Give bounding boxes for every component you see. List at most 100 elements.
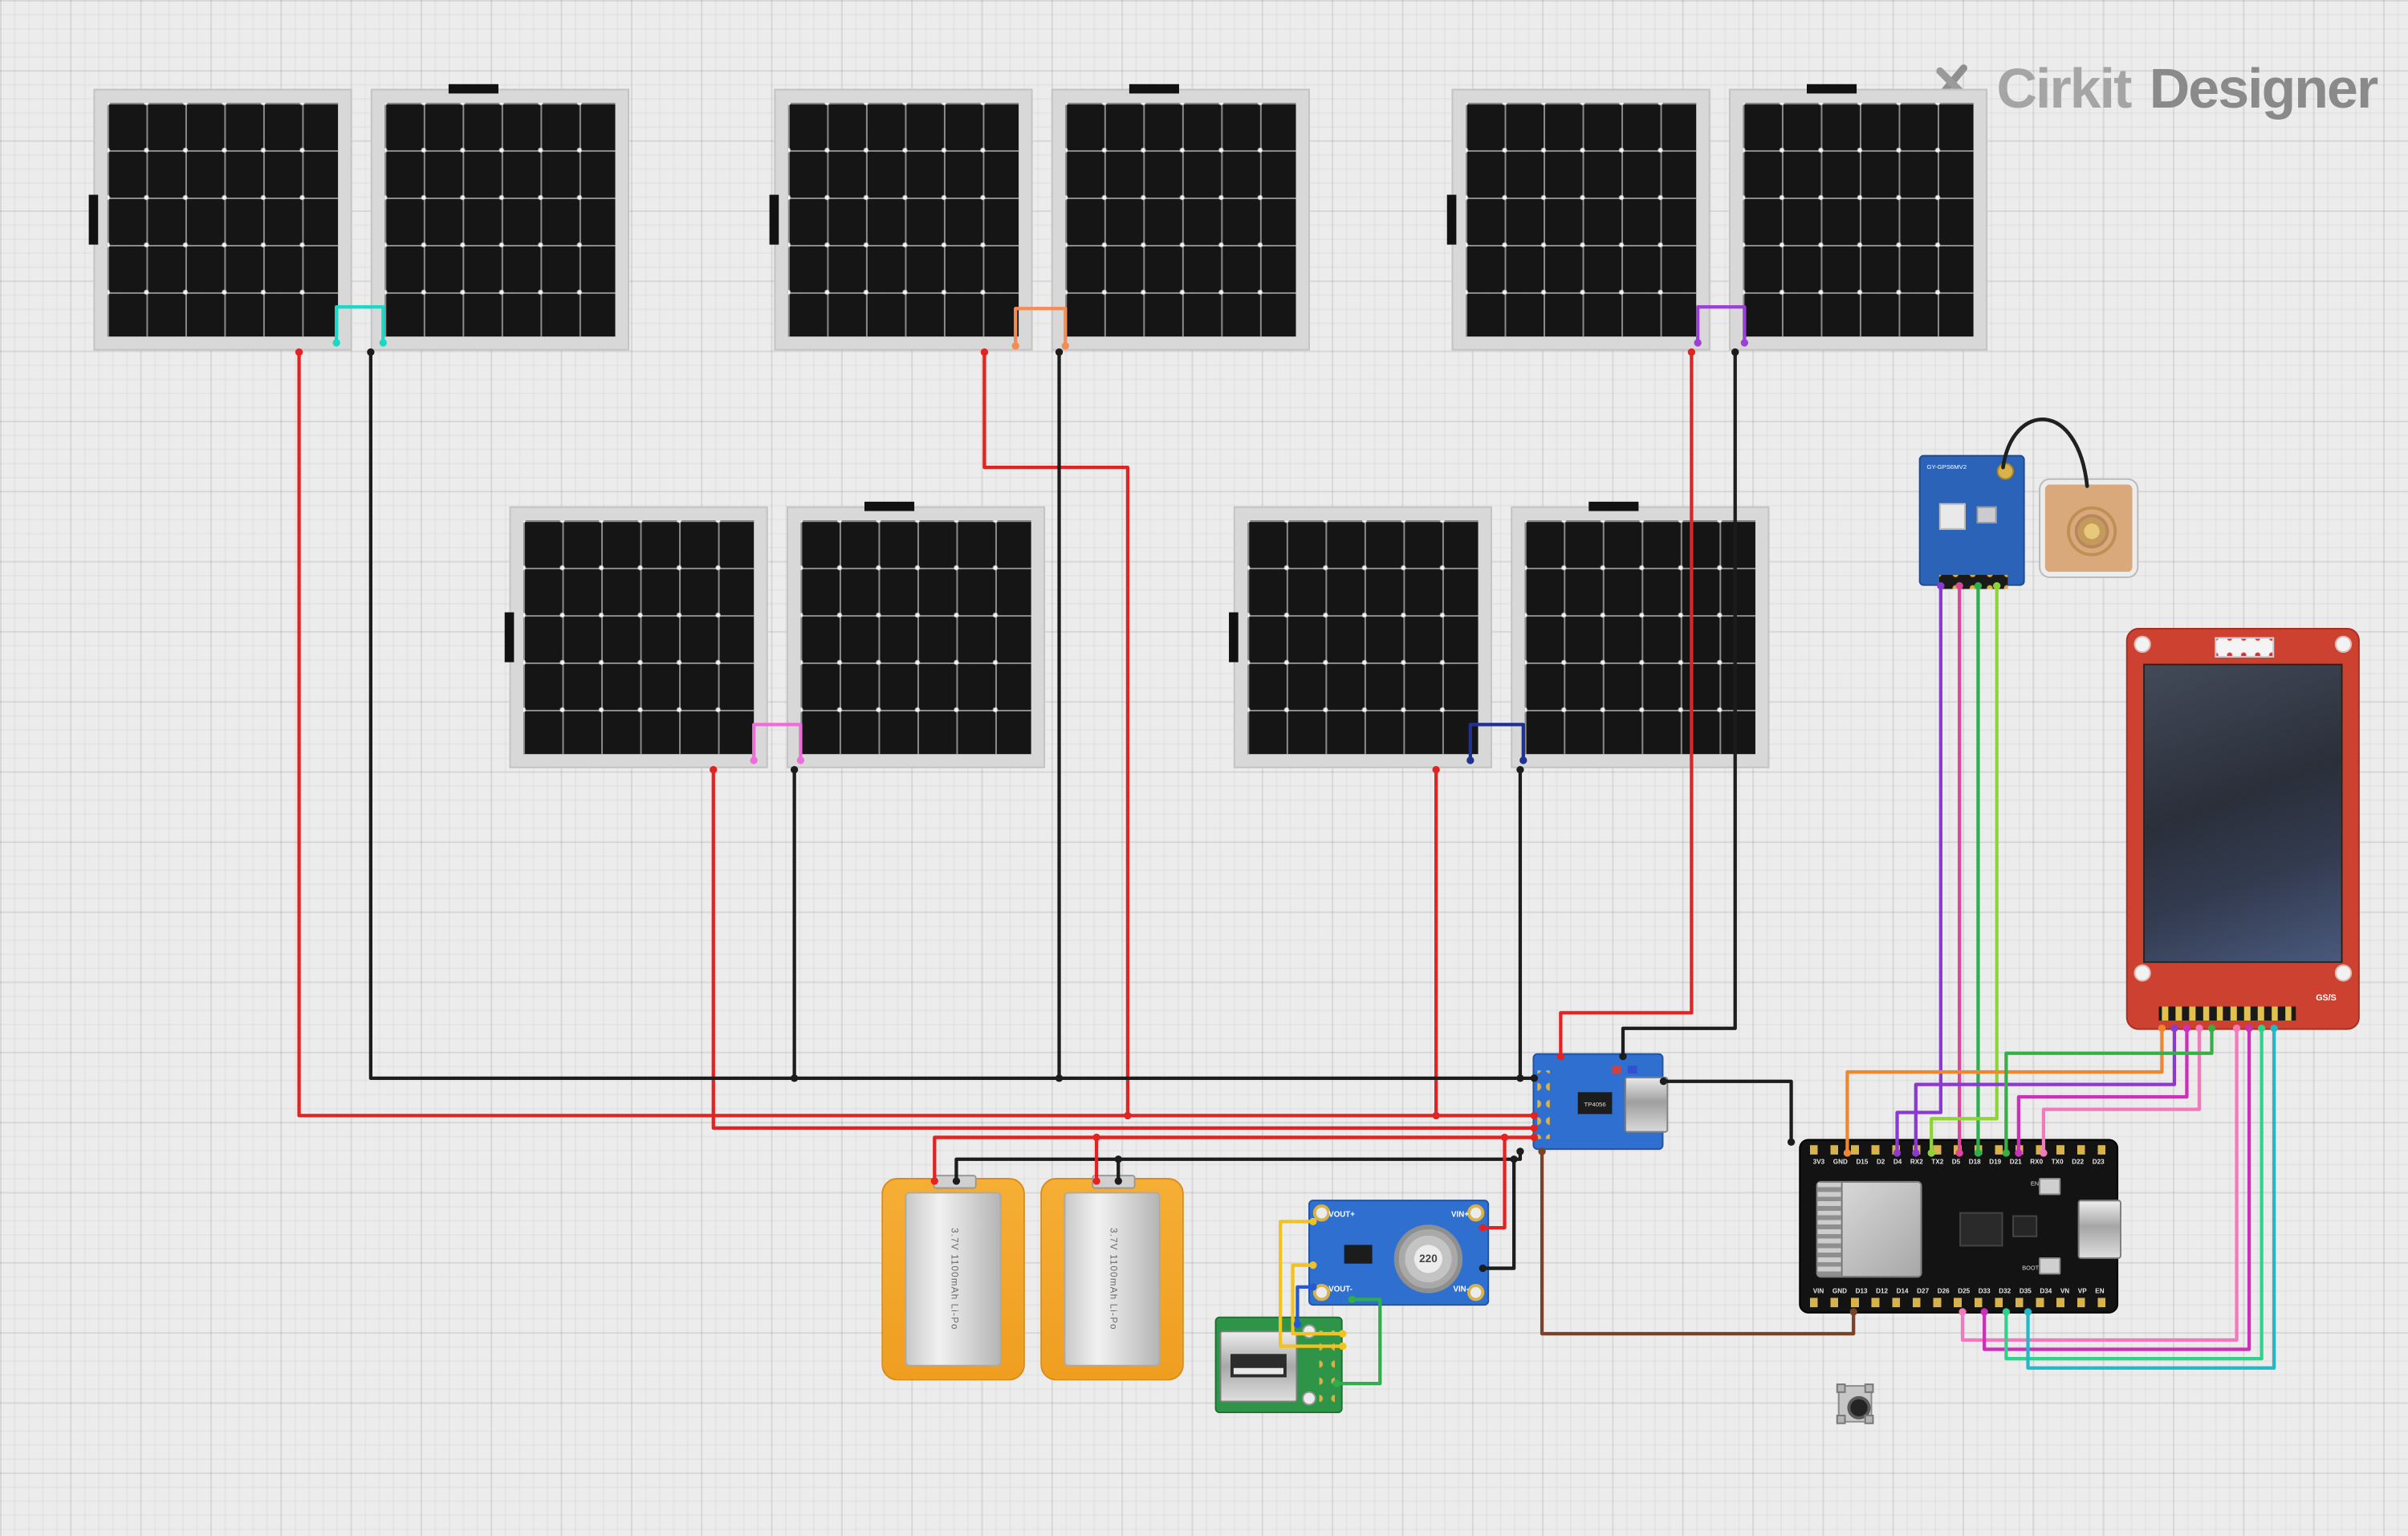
solar-panel-4a[interactable] <box>504 506 768 768</box>
pin-label: GND <box>1832 1286 1847 1295</box>
boot-button[interactable] <box>2039 1257 2061 1275</box>
solar-panel-3b[interactable] <box>1728 84 1988 351</box>
tft-display[interactable]: GS/S <box>2125 628 2360 1030</box>
gps-ceramic-antenna[interactable] <box>2040 479 2138 577</box>
junction-box <box>504 612 515 662</box>
mounting-hole <box>1312 1283 1331 1302</box>
pin-label: D13 <box>1855 1286 1868 1295</box>
pin-label: D27 <box>1917 1286 1930 1295</box>
junction-box <box>1446 194 1457 245</box>
usb-a-port[interactable] <box>1219 1330 1298 1403</box>
solar-panel-4b[interactable] <box>786 501 1046 768</box>
brand-logo: Cirkit Designer <box>1925 55 2378 122</box>
boost-chip <box>1344 1245 1373 1264</box>
pcb-antenna <box>1817 1182 1843 1277</box>
micro-usb-port[interactable] <box>1624 1076 1669 1133</box>
mounting-hole <box>1466 1204 1485 1222</box>
mounting-hole <box>2334 964 2353 982</box>
en-button[interactable] <box>2039 1178 2061 1196</box>
status-led-blue <box>1627 1065 1637 1074</box>
tft-silkscreen-label: GS/S <box>2316 994 2337 1004</box>
solar-cells <box>384 103 616 337</box>
solar-panel-5a[interactable] <box>1229 506 1492 768</box>
tft-pin-header <box>2158 1006 2296 1021</box>
lipo-battery-1[interactable]: 3.7V 1100mAh Li-Po <box>881 1175 1025 1381</box>
pin-label: TX0 <box>2051 1157 2064 1166</box>
button-pin <box>1836 1414 1846 1424</box>
gps-silkscreen-label: GY-GPS6MV2 <box>1926 462 1967 471</box>
solar-cells <box>1743 103 1974 337</box>
pin-label: D18 <box>1968 1157 1981 1166</box>
button-pin <box>1836 1383 1846 1393</box>
battery-terminal-tab <box>1092 1175 1136 1189</box>
antenna-connector <box>1996 462 2015 480</box>
solder-pads <box>1537 1070 1550 1139</box>
pin-label: D32 <box>1999 1286 2011 1295</box>
solar-panel-3a[interactable] <box>1446 88 1710 351</box>
pin-label: D21 <box>2009 1157 2022 1166</box>
pin-label: EN <box>2095 1286 2105 1295</box>
junction-box <box>1588 501 1639 511</box>
usb-uart-chip <box>1959 1212 2003 1247</box>
button-pin <box>1864 1383 1874 1393</box>
solar-panel-2a[interactable] <box>769 88 1033 351</box>
micro-usb-port[interactable] <box>2077 1200 2121 1259</box>
pin-row-top <box>1809 1145 2108 1155</box>
pin-label: RX0 <box>2030 1157 2044 1166</box>
gps-chip <box>1938 503 1966 530</box>
battery-terminal-tab <box>933 1175 977 1189</box>
pin-label: D2 <box>1876 1157 1885 1166</box>
vout-minus-label: VOUT- <box>1328 1285 1352 1295</box>
vin-plus-label: VIN+ <box>1451 1210 1469 1220</box>
junction-box <box>769 194 779 245</box>
solar-cells <box>787 103 1019 337</box>
pin-label: D12 <box>1876 1286 1889 1295</box>
brand-name-bold: Designer <box>2149 55 2378 120</box>
pin-label: D25 <box>1958 1286 1971 1295</box>
solar-cells <box>800 520 1031 755</box>
vout-plus-label: VOUT+ <box>1328 1210 1355 1220</box>
battery-body: 3.7V 1100mAh Li-Po <box>905 1192 1002 1367</box>
push-button[interactable] <box>1836 1383 1874 1424</box>
pin-label: GND <box>1832 1157 1848 1166</box>
usb-a-tongue <box>1233 1367 1283 1375</box>
pin-label: D5 <box>1951 1157 1961 1166</box>
gps-eeprom-chip <box>1976 506 1997 524</box>
mounting-hole <box>2334 635 2353 654</box>
regulator-chip <box>2012 1215 2038 1237</box>
solder-pads <box>1319 1330 1336 1403</box>
pin-label: D35 <box>2019 1286 2032 1295</box>
status-led-red <box>1612 1065 1622 1074</box>
solar-cells <box>1466 103 1697 337</box>
mounting-hole <box>2133 635 2151 654</box>
pin-label: D34 <box>2040 1286 2052 1295</box>
boot-button-label: BOOT <box>2022 1265 2040 1272</box>
usb-output-module[interactable] <box>1214 1316 1343 1414</box>
junction-box <box>449 84 499 94</box>
pin-label: TX2 <box>1931 1157 1944 1166</box>
mounting-hole <box>1312 1204 1331 1222</box>
solar-panel-5b[interactable] <box>1511 501 1770 768</box>
pin-label: RX2 <box>1910 1157 1923 1166</box>
battery-label: 3.7V 1100mAh Li-Po <box>948 1228 958 1330</box>
lipo-battery-2[interactable]: 3.7V 1100mAh Li-Po <box>1040 1175 1184 1381</box>
solar-cells <box>1065 103 1296 337</box>
tft-screen <box>2143 663 2343 964</box>
pin-label: D22 <box>2072 1157 2085 1166</box>
pin-label: VIN <box>1812 1286 1824 1295</box>
solar-panel-2b[interactable] <box>1051 84 1310 351</box>
pin-label: D4 <box>1893 1157 1902 1166</box>
charger-chip: TP4056 <box>1577 1092 1613 1114</box>
tp4056-charger[interactable]: TP4056 <box>1532 1053 1669 1151</box>
gps-module-neo6m[interactable]: GY-GPS6MV2 <box>1918 454 2025 589</box>
mounting-hole <box>1302 1391 1316 1406</box>
pin-label: VP <box>2077 1286 2087 1295</box>
solar-cells <box>1524 520 1755 755</box>
solar-panel-1a[interactable] <box>88 88 352 351</box>
junction-box <box>1229 612 1239 662</box>
solar-panel-1b[interactable] <box>370 84 629 351</box>
